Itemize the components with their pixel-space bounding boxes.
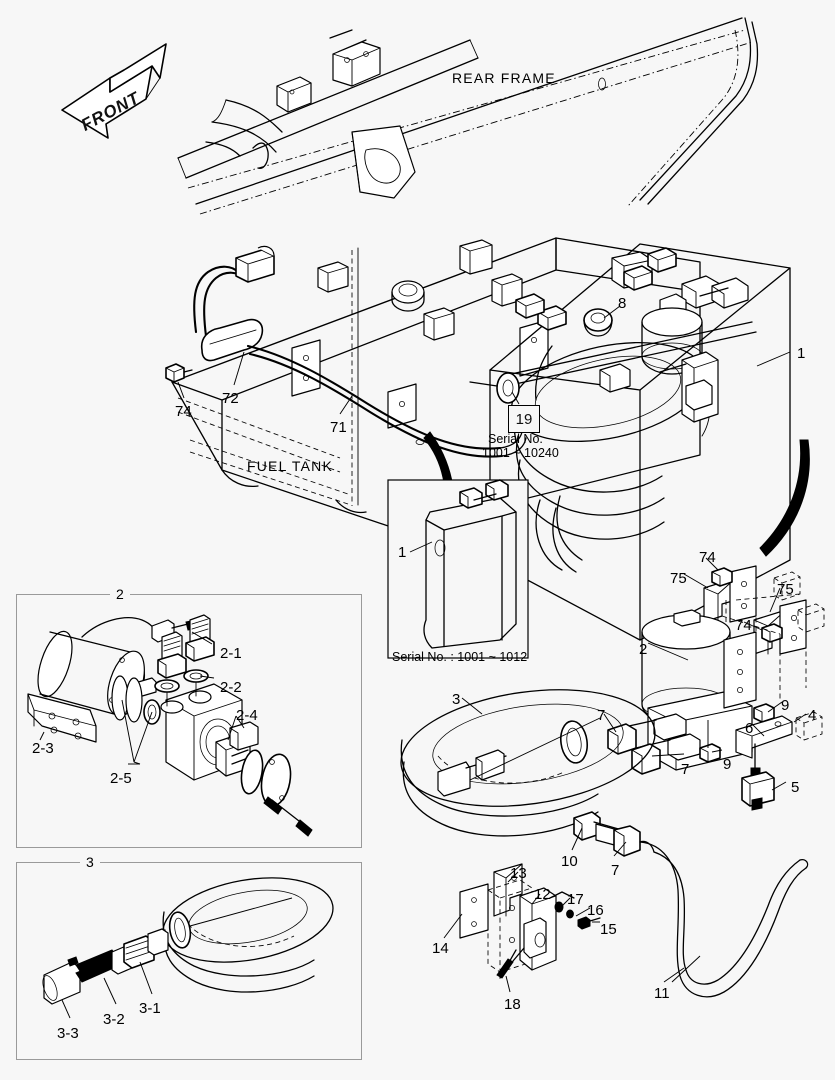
callout-5: 5: [791, 779, 800, 796]
fuel-tank-caption: FUEL TANK: [247, 458, 334, 474]
callout-74: 74: [699, 549, 716, 566]
callout-4: 4: [808, 707, 817, 724]
callout-13: 13: [510, 865, 527, 882]
rear-frame-structure: [177, 17, 759, 215]
detail-2-drawing: [27, 614, 313, 837]
callout-72: 72: [222, 390, 239, 407]
front-arrow-icon: [61, 43, 167, 139]
serial-number-box: 19: [508, 405, 540, 433]
callout-18: 18: [504, 996, 521, 1013]
part-8-cap: [583, 308, 613, 337]
center-coiled-hose: [400, 689, 656, 857]
inset-serial-drawing: [387, 479, 529, 659]
callout-74: 74: [735, 617, 752, 634]
detail-2-ports: [154, 614, 215, 714]
callout-2-5: 2-5: [110, 770, 132, 787]
callout-7: 7: [611, 862, 620, 879]
callout-3-2: 3-2: [103, 1011, 125, 1028]
lower-bracket-assembly: [459, 840, 809, 998]
callout-15: 15: [600, 921, 617, 938]
callout-3-1: 3-1: [139, 1000, 161, 1017]
pump-fittings: [607, 713, 701, 775]
callout-12: 12: [534, 886, 551, 903]
detail-box-2: [16, 594, 362, 848]
callout-8: 8: [618, 295, 627, 312]
callout-leader-lines: [177, 305, 807, 993]
toggle-switch-5: [741, 743, 775, 811]
callout-11: 11: [654, 985, 670, 1002]
callout-9: 9: [781, 697, 790, 714]
wiring-harness: [165, 245, 527, 458]
rear-frame-caption: REAR FRAME: [452, 70, 556, 86]
fuel-tank-body: [171, 237, 701, 531]
callout-2-2: 2-2: [220, 679, 242, 696]
callout-75: 75: [670, 570, 687, 587]
inset-serial-caption: Serial No. : 1001 ~ 1012: [392, 650, 528, 664]
callout-75: 75: [777, 581, 794, 598]
callout-1: 1: [797, 345, 806, 362]
right-pump-assembly: [607, 565, 825, 811]
callout-7: 7: [597, 707, 606, 724]
callout-6: 6: [745, 720, 754, 737]
callout-3-3: 3-3: [57, 1025, 79, 1042]
inset-part-callout-1: 1: [398, 544, 407, 561]
callout-2: 2: [639, 641, 648, 658]
callout-9: 9: [723, 756, 732, 773]
callout-74: 74: [175, 403, 192, 420]
callout-2-1: 2-1: [220, 645, 242, 662]
detail-3-drawing: [42, 877, 334, 1019]
serial-callout-line1: Serial No.: [488, 432, 543, 446]
callout-2-3: 2-3: [32, 740, 54, 757]
detail-box-3-number: 3: [80, 854, 100, 871]
callout-71: 71: [330, 419, 347, 436]
callout-16: 16: [587, 902, 604, 919]
serial-callout-line2: 1001 ~ 10240: [482, 446, 559, 460]
callout-2-4: 2-4: [236, 707, 258, 724]
callout-7: 7: [681, 761, 690, 778]
top-bolts: [515, 247, 677, 331]
detail-box-3: [16, 862, 362, 1060]
left-grommet: [469, 372, 520, 404]
callout-10: 10: [561, 853, 578, 870]
callout-14: 14: [432, 940, 449, 957]
serial-box-number: 19: [515, 410, 533, 428]
detail-box-2-number: 2: [110, 586, 130, 603]
inner-valve-unit: [599, 351, 719, 423]
callout-3: 3: [452, 691, 461, 708]
callout-17: 17: [567, 891, 584, 908]
main-enclosure-assembly: [469, 243, 791, 641]
